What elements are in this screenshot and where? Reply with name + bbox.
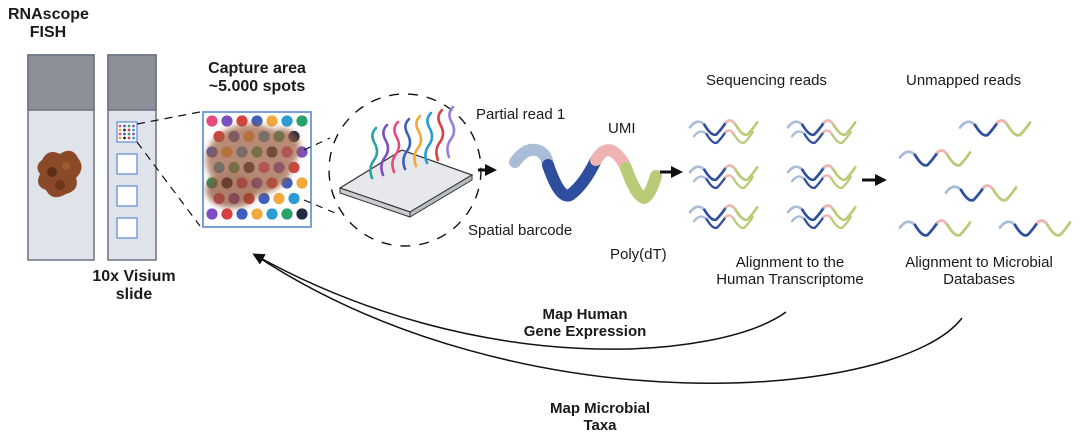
- mini-spot: [127, 132, 131, 136]
- squiggle-read-icon: [786, 204, 857, 222]
- capture-spot: [258, 192, 270, 205]
- squiggle-read-icon: [692, 174, 754, 190]
- squiggle-read-icon: [688, 164, 759, 182]
- rnascope-line1: RNAscope: [8, 6, 89, 23]
- rnascope-line2: FISH: [29, 24, 67, 42]
- align-microbial-line2: Databases: [943, 271, 1015, 289]
- squiggle-read-icon: [692, 214, 754, 230]
- align-microbial-label: Alignment to Microbial Databases: [884, 254, 1074, 289]
- capture-spot: [236, 208, 248, 220]
- map-human-line1: Map Human: [542, 306, 628, 323]
- align-human-line1: Alignment to the: [735, 254, 845, 271]
- capture-area-label: Capture area ~5.000 spots: [188, 60, 326, 97]
- capture-spot: [266, 208, 278, 220]
- capture-spot: [266, 115, 278, 127]
- squiggle-read-icon: [944, 184, 1018, 202]
- capture-spot: [206, 115, 218, 127]
- mini-spot: [132, 128, 135, 132]
- squiggle-read-icon: [898, 219, 972, 237]
- probe: [402, 117, 412, 171]
- map-microbial-arrow: [254, 254, 963, 384]
- polydt-label: Poly(dT): [610, 246, 667, 263]
- capture-spot: [281, 115, 293, 127]
- partial-read-label: Partial read 1: [476, 106, 566, 123]
- capture-line1: Capture area: [208, 60, 306, 77]
- map-human-arrow: [252, 253, 787, 350]
- unmapped-reads: [898, 119, 1072, 237]
- rnascope-label: RNAscope FISH: [8, 6, 89, 43]
- probe: [413, 114, 423, 168]
- capture-spot: [221, 115, 233, 127]
- visium-line2: slide: [115, 286, 153, 304]
- map-human-label: Map Human Gene Expression: [490, 306, 680, 341]
- probe: [424, 111, 434, 165]
- squiggle-read-icon: [790, 174, 852, 190]
- map-microbial-line2: Taxa: [583, 417, 617, 435]
- align-microbial-line1: Alignment to Microbial: [905, 254, 1053, 271]
- capture-spot: [251, 115, 263, 127]
- bead-slide: [338, 105, 474, 218]
- squiggle-read-icon: [898, 149, 972, 167]
- capture-oligo: [509, 143, 662, 205]
- map-human-line2: Gene Expression: [523, 323, 647, 341]
- probe: [391, 120, 401, 174]
- align-human-line2: Human Transcriptome: [716, 271, 864, 289]
- unmapped-reads-label: Unmapped reads: [906, 72, 1022, 89]
- squiggle-read-icon: [692, 129, 754, 145]
- map-microbial-label: Map Microbial Taxa: [520, 400, 680, 435]
- mini-spot: [132, 124, 135, 128]
- probe: [380, 123, 390, 177]
- mini-spot: [118, 136, 122, 140]
- probe: [446, 105, 456, 159]
- mini-spot: [123, 132, 126, 136]
- capture-spot: [206, 208, 218, 220]
- visium-label: 10x Visium slide: [74, 268, 194, 305]
- spatial-barcode-label: Spatial barcode: [468, 222, 573, 239]
- squiggle-read-icon: [790, 214, 852, 230]
- mini-spot: [118, 132, 122, 136]
- mini-spot: [132, 132, 135, 136]
- capture-spot: [236, 115, 248, 127]
- map-microbial-line1: Map Microbial: [549, 400, 650, 417]
- mini-spot: [118, 128, 122, 132]
- mini-spot: [123, 124, 126, 128]
- sequencing-reads: [688, 119, 857, 230]
- probe: [369, 126, 379, 180]
- capture-spot: [288, 192, 300, 205]
- mini-spot: [127, 124, 131, 128]
- squiggle-read-icon: [958, 119, 1032, 137]
- capture-spot: [296, 177, 308, 189]
- capture-area: [202, 111, 312, 228]
- squiggle-read-icon: [998, 219, 1072, 237]
- mini-spot: [127, 128, 131, 132]
- mini-spot: [127, 136, 131, 140]
- visium-slide: [107, 54, 157, 261]
- mini-spot: [118, 124, 122, 128]
- rnascope-slide: [27, 54, 95, 261]
- capture-spot: [281, 208, 293, 220]
- squiggle-read-icon: [786, 119, 857, 137]
- tissue-sample: [37, 150, 82, 198]
- umi-label: UMI: [608, 120, 636, 137]
- mini-spot: [123, 128, 126, 132]
- capture-line2: ~5.000 spots: [208, 78, 306, 96]
- squiggle-read-icon: [790, 129, 852, 145]
- align-human-label: Alignment to the Human Transcriptome: [690, 254, 890, 289]
- capture-spot: [251, 208, 263, 220]
- visium-line1: 10x Visium: [92, 268, 176, 285]
- squiggle-read-icon: [688, 204, 759, 222]
- sequencing-reads-label: Sequencing reads: [706, 72, 827, 89]
- capture-spot: [296, 115, 308, 127]
- mini-spot: [123, 136, 126, 140]
- capture-spot: [296, 208, 308, 220]
- squiggle-read-icon: [688, 119, 759, 137]
- probe: [435, 108, 445, 162]
- capture-spot: [273, 192, 285, 205]
- squiggle-read-icon: [786, 164, 857, 182]
- capture-spot: [221, 208, 233, 220]
- mini-spot: [132, 136, 135, 140]
